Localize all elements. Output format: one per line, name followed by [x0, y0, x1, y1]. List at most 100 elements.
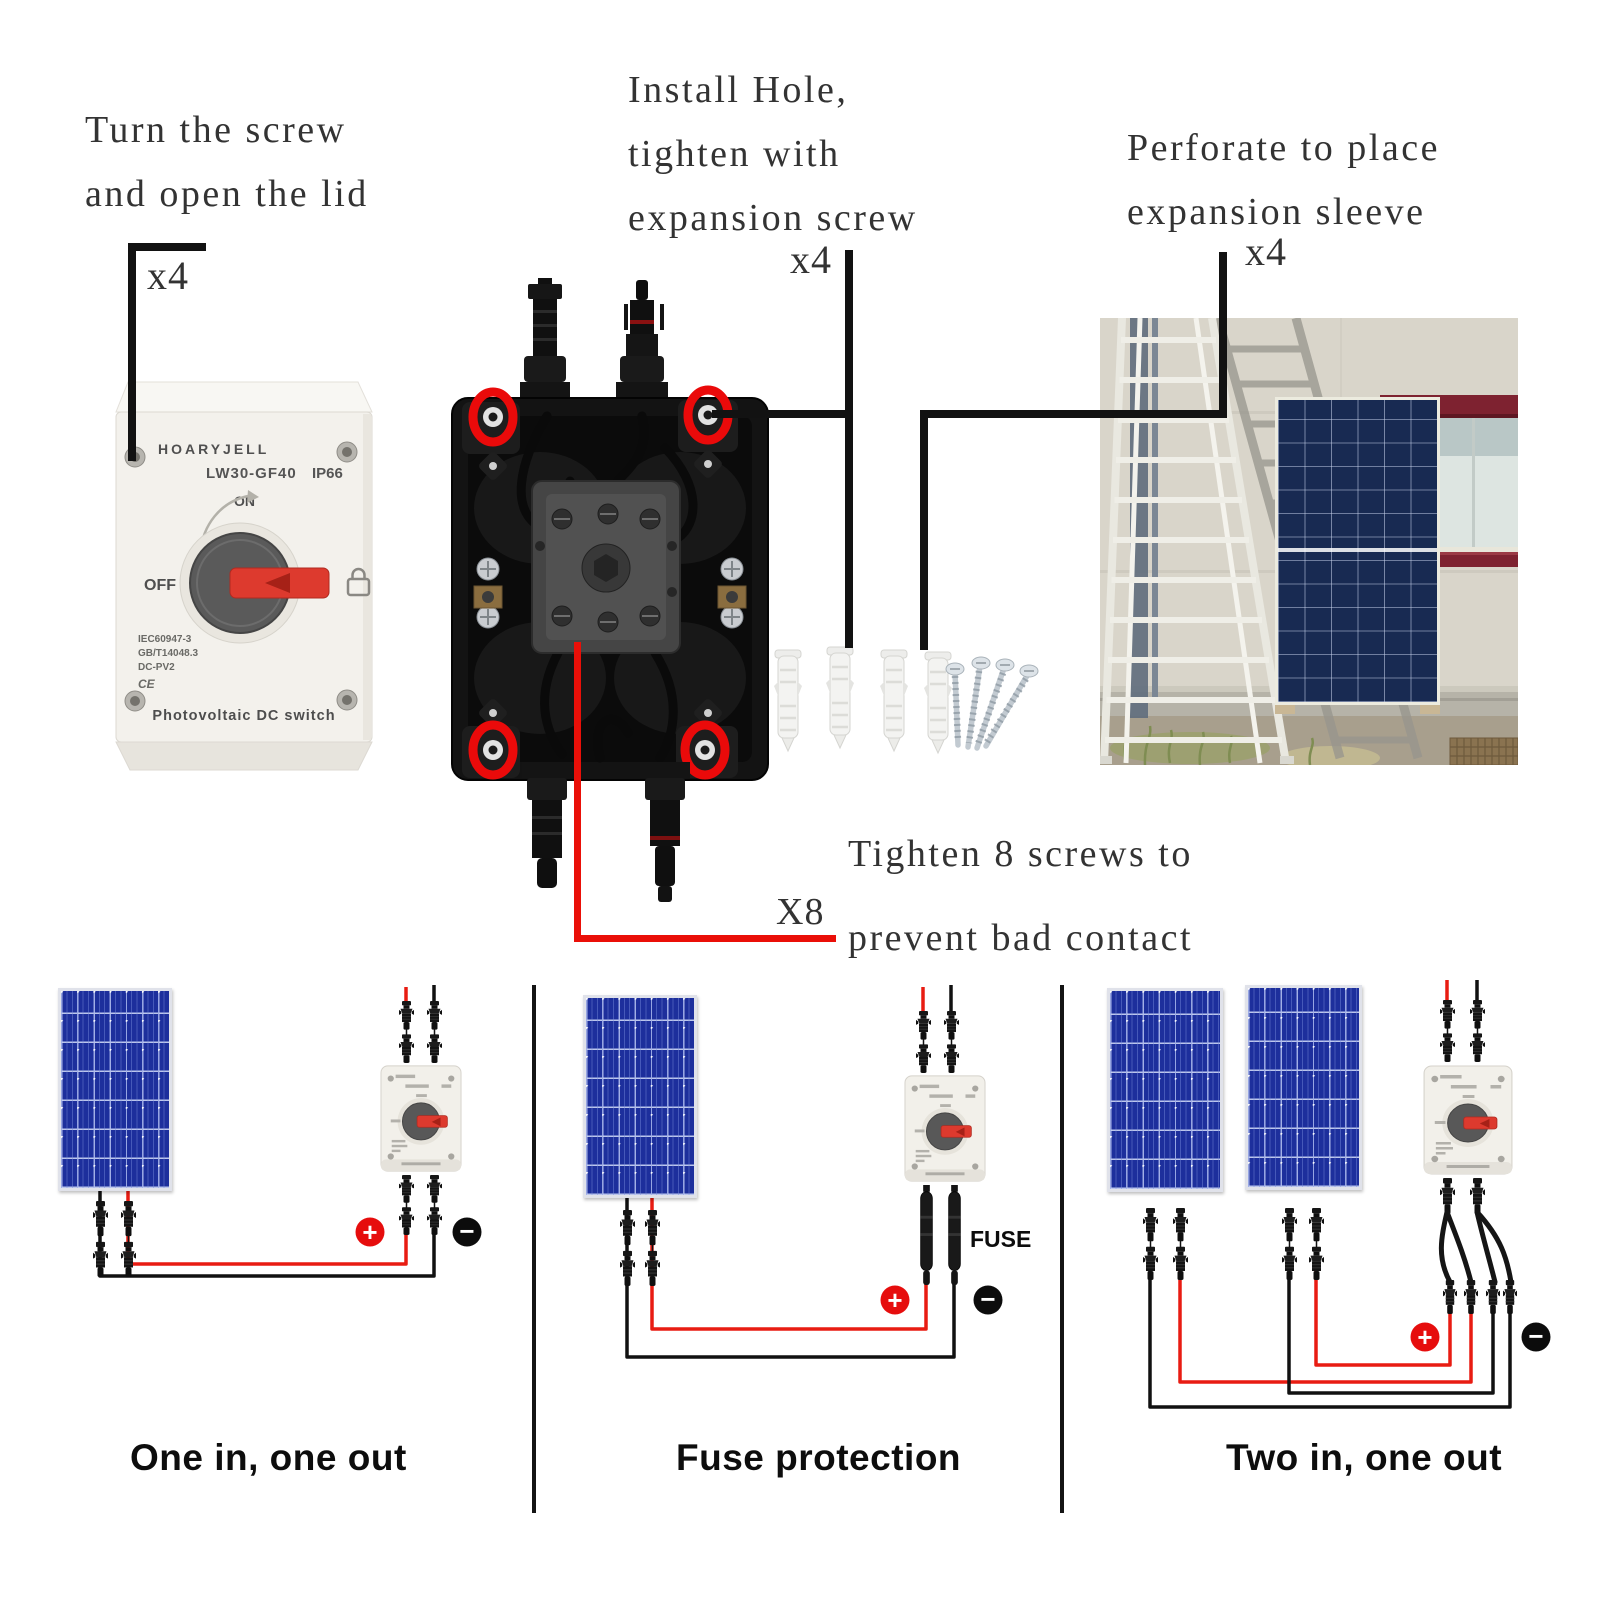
- solar-panel: [583, 995, 697, 1198]
- annotation-install-hole: Install Hole, tighten with expansion scr…: [628, 58, 918, 250]
- switch-brand: HOARYJELL: [158, 441, 269, 457]
- section-divider: [532, 985, 536, 1513]
- mc4-connector-icon: [1503, 1280, 1517, 1314]
- mc4-connector-icon: [1440, 1178, 1455, 1214]
- fuse-holder: [920, 1185, 933, 1285]
- diagram-two-in-one-out: + −: [1065, 980, 1551, 1409]
- mc4-connector-icon: [944, 1011, 959, 1073]
- mini-dc-switch: [380, 1065, 462, 1172]
- plus-badge: +: [355, 1217, 385, 1247]
- mc4-connector-icon: [1470, 1178, 1485, 1214]
- mc4-connector-icon: [1443, 1280, 1457, 1314]
- minus-sign: −: [1528, 1321, 1543, 1351]
- annotation-turn-screw: Turn the screw and open the lid: [85, 98, 369, 226]
- plus-sign: +: [887, 1285, 902, 1315]
- fuse-label: FUSE: [970, 1226, 1032, 1252]
- mc4-connector-icon: [1309, 1208, 1324, 1280]
- mc4-connector-icon: [1282, 1208, 1297, 1280]
- fuse-holder: [948, 1185, 961, 1285]
- callout-line: [128, 243, 206, 251]
- minus-sign: −: [459, 1216, 474, 1246]
- annotation-line: Perforate to place: [1127, 127, 1440, 169]
- mc4-connector-top-left: [520, 278, 570, 399]
- mc4-connector-icon: [427, 1175, 442, 1235]
- panel-feet: [1275, 705, 1440, 714]
- install-hole-qty: x4: [790, 237, 832, 282]
- diagram-caption: Two in, one out: [1226, 1437, 1503, 1478]
- mc4-connector-icon: [399, 1001, 414, 1063]
- diagram-one-in-one-out: + −: [40, 985, 482, 1278]
- callout-line: [845, 250, 853, 648]
- mc4-connector-icon: [1464, 1280, 1478, 1314]
- switch-mechanism: [531, 480, 681, 654]
- mc4-connector-icon: [399, 1175, 414, 1235]
- annotation-perforate: Perforate to place expansion sleeve: [1127, 116, 1440, 244]
- section-divider: [1060, 985, 1064, 1513]
- annotation-line: prevent bad contact: [848, 917, 1194, 959]
- lock-icon: [346, 567, 371, 597]
- switch-off-label: OFF: [144, 577, 176, 594]
- annotation-line: Tighten 8 screws to: [848, 833, 1193, 875]
- expansion-anchors-and-screws: [774, 646, 1039, 755]
- solar-panel: [58, 988, 172, 1191]
- callout-line: [1219, 252, 1227, 418]
- annotation-line: expansion sleeve: [1127, 191, 1426, 233]
- plus-sign: +: [1417, 1322, 1432, 1352]
- plus-sign: +: [362, 1217, 377, 1247]
- callout-line-red: [574, 935, 836, 942]
- mc4-connector-bottom-left: [522, 762, 572, 888]
- annotation-line: tighten with: [628, 133, 841, 175]
- annotation-line: Turn the screw: [85, 109, 347, 151]
- switch-cert-2: GB/T14048.3: [138, 648, 198, 659]
- mini-dc-switch: [1423, 1065, 1513, 1175]
- mc4-connector-top-right: [616, 280, 668, 399]
- callout-line-red: [574, 642, 581, 942]
- solar-panel: [1245, 985, 1362, 1190]
- turn-screw-qty: x4: [147, 253, 189, 298]
- diagram-caption: Fuse protection: [676, 1437, 962, 1478]
- annotation-line: expansion screw: [628, 197, 918, 239]
- mc4-connector-icon: [1440, 1000, 1455, 1062]
- annotation-tighten-screws: Tighten 8 screws to prevent bad contact: [848, 812, 1193, 980]
- switch-model: LW30-GF40: [206, 465, 297, 482]
- callout-line: [712, 410, 853, 418]
- mc4-connector-icon: [1470, 1000, 1485, 1062]
- dc-switch-product: HOARYJELL LW30-GF40 IP66 ON OFF IEC60947…: [115, 381, 373, 771]
- mc4-connector-icon: [645, 1210, 660, 1286]
- wall-mounted-solar-panel: [1275, 397, 1440, 705]
- junction-box-open: [451, 278, 769, 902]
- switch-cert-1: IEC60947-3: [138, 634, 192, 645]
- mini-dc-switch: [904, 1075, 986, 1182]
- mc4-connector-icon: [1486, 1280, 1500, 1314]
- handle-arrow-icon: [265, 573, 290, 593]
- annotation-line: Install Hole,: [628, 69, 849, 111]
- ce-mark: CE: [138, 677, 156, 691]
- drain-grate: [1449, 737, 1518, 765]
- hole-highlight-rings: [468, 385, 733, 780]
- mc4-connector-bottom-right: [640, 762, 690, 902]
- wiring: [1148, 980, 1512, 1409]
- mc4-connector-icon: [93, 1201, 108, 1277]
- minus-badge: −: [973, 1284, 1003, 1315]
- perforate-qty: x4: [1245, 229, 1287, 274]
- mc4-connector-icon: [620, 1210, 635, 1286]
- minus-badge: −: [1521, 1321, 1551, 1352]
- mounting-screws: [945, 656, 1039, 751]
- terminal-blocks: [473, 557, 747, 629]
- mc4-connector-icon: [1173, 1208, 1188, 1280]
- diagram-fuse-protection: + −: [560, 985, 1003, 1359]
- diagram-caption: One in, one out: [130, 1437, 407, 1478]
- solar-panel: [1107, 988, 1223, 1192]
- callout-line: [920, 410, 1227, 418]
- inner-screw-tabs: [479, 450, 722, 727]
- minus-badge: −: [452, 1216, 482, 1247]
- rotary-knob: [179, 522, 330, 644]
- minus-sign: −: [980, 1284, 995, 1314]
- callout-line: [920, 410, 928, 650]
- switch-rating: IP66: [312, 465, 343, 482]
- callout-line: [128, 243, 136, 461]
- mc4-connector-icon: [916, 1011, 931, 1073]
- y-branch-cables: [1438, 1209, 1514, 1285]
- switch-cert-3: DC-PV2: [138, 662, 175, 673]
